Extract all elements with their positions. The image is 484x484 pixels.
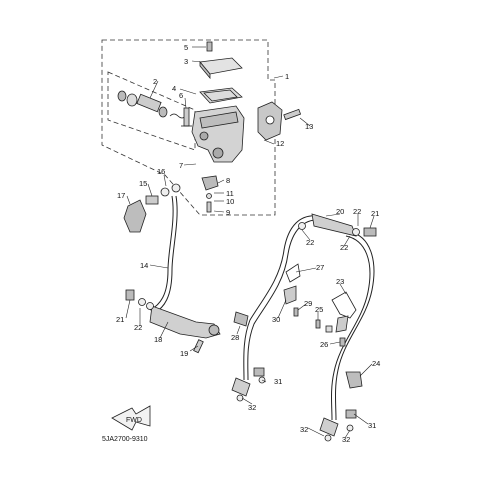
callout-31-left: 31 — [274, 377, 282, 386]
callout-16: 16 — [157, 167, 165, 176]
callout-24: 24 — [372, 359, 380, 368]
callout-18: 18 — [154, 335, 162, 344]
leader-lines — [125, 46, 375, 439]
callout-2: 2 — [153, 77, 157, 86]
brake-hose-left-branch — [243, 215, 319, 381]
callout-21-left: 21 — [116, 315, 124, 324]
bolt-6 — [181, 107, 192, 127]
callout-10: 10 — [226, 197, 234, 206]
callout-22-top: 22 — [353, 207, 361, 216]
callout-30: 30 — [272, 315, 280, 324]
fwd-label: FWD — [126, 417, 142, 424]
master-cylinder-body — [191, 105, 245, 163]
callout-8: 8 — [226, 176, 230, 185]
callout-5: 5 — [184, 43, 188, 52]
callout-11: 11 — [226, 189, 234, 198]
callout-15: 15 — [139, 179, 147, 188]
switch-group — [201, 175, 219, 213]
callout-17: 17 — [117, 191, 125, 200]
callout-29: 29 — [304, 299, 312, 308]
callout-32-right: 32 — [342, 435, 350, 444]
reservoir-cap-group — [199, 41, 243, 104]
callout-22-mid: 22 — [306, 238, 314, 247]
brake-hose-right-branch — [335, 231, 375, 421]
fwd-arrow-icon: FWD — [111, 405, 151, 431]
piston-kit — [117, 90, 187, 119]
callout-12: 12 — [276, 139, 284, 148]
callouts: 5 3 4 1 2 6 13 12 7 8 11 10 9 16 15 17 1… — [116, 43, 380, 444]
holder-12 — [257, 101, 302, 141]
callout-1: 1 — [285, 72, 289, 81]
lower-fitting-right — [319, 409, 357, 442]
callout-13: 13 — [305, 122, 313, 131]
callout-27: 27 — [316, 263, 324, 272]
callout-31-right: 31 — [368, 421, 376, 430]
callout-7: 7 — [179, 161, 183, 170]
callout-3: 3 — [184, 57, 188, 66]
union-bolt-group — [123, 183, 181, 233]
callout-26: 26 — [320, 340, 328, 349]
joint-18 — [149, 305, 221, 354]
callout-19: 19 — [180, 349, 188, 358]
catalog-code: 5JA2700-9310 — [102, 436, 148, 443]
brake-hose-14 — [149, 195, 174, 311]
union-bolt-21-left — [125, 289, 154, 310]
callout-32-left: 32 — [248, 403, 256, 412]
lower-fitting-left — [231, 367, 266, 402]
clamp-28 — [233, 311, 249, 327]
callout-22-right: 22 — [340, 243, 348, 252]
callout-4: 4 — [172, 84, 176, 93]
callout-20: 20 — [336, 207, 344, 216]
callout-23: 23 — [336, 277, 344, 286]
callout-6: 6 — [179, 91, 183, 100]
callout-32-bottom: 32 — [300, 425, 308, 434]
clamp-24 — [345, 371, 363, 389]
callout-25: 25 — [315, 305, 323, 314]
hose-guide-27 — [283, 263, 301, 305]
callout-9: 9 — [226, 208, 230, 217]
callout-21-right: 21 — [371, 209, 379, 218]
callout-14: 14 — [140, 261, 148, 270]
hose-guide-23 — [331, 291, 357, 333]
callout-28: 28 — [231, 333, 239, 342]
assembly-outline — [101, 39, 276, 216]
callout-22-left: 22 — [134, 323, 142, 332]
joint-20 — [298, 213, 377, 237]
